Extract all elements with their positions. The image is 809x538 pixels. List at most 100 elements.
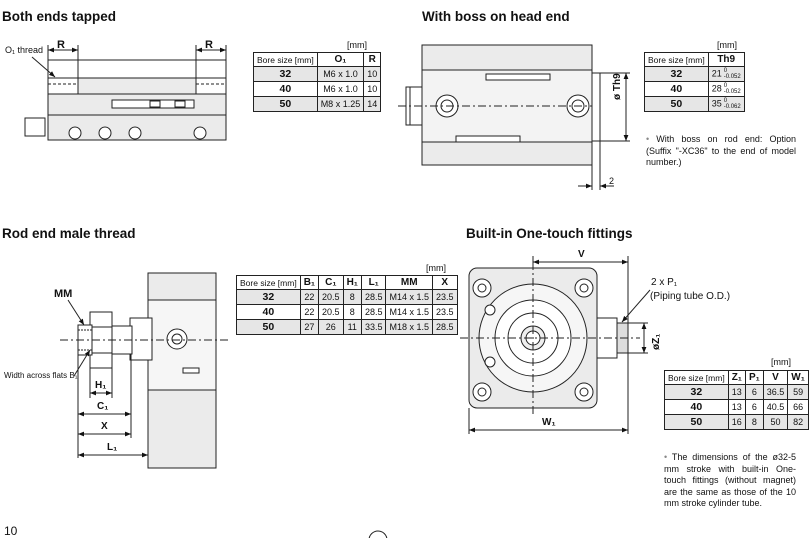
table-cell: 50 bbox=[253, 96, 318, 112]
table-cell: 32 bbox=[664, 384, 729, 400]
th9-value: 21 bbox=[711, 68, 722, 79]
piping-label: (Piping tube O.D.) bbox=[650, 291, 731, 302]
table-cell: 33.5 bbox=[360, 319, 387, 335]
o1-thread-label: O₁ thread bbox=[5, 45, 44, 55]
table-cell: 13 bbox=[727, 399, 746, 415]
table-cell: 50 bbox=[644, 96, 709, 112]
table-header: Th9 bbox=[707, 52, 745, 67]
unit-label: [mm] bbox=[771, 357, 791, 367]
table-cell: 8 bbox=[744, 414, 764, 430]
table-cell: 20.5 bbox=[318, 289, 344, 305]
table-header: R bbox=[363, 52, 382, 67]
table-row: 50 16 8 50 82 bbox=[664, 414, 809, 430]
l1-label: L₁ bbox=[107, 442, 118, 453]
table-row: 40 13 6 40.5 66 bbox=[664, 399, 809, 415]
table-cell: 50 bbox=[236, 319, 301, 335]
table-cell: 50 bbox=[664, 414, 729, 430]
table-cell: 40 bbox=[644, 81, 709, 97]
table-cell: 10 bbox=[363, 66, 382, 82]
boss-head-drawing bbox=[398, 44, 630, 190]
table-header: MM bbox=[385, 275, 433, 290]
c1-label: C₁ bbox=[97, 401, 109, 412]
fittings-note: • The dimensions of the ø32-5 mm stroke … bbox=[664, 452, 796, 510]
table-cell: 20.5 bbox=[318, 304, 344, 320]
table-header: Bore size [mm] bbox=[236, 275, 301, 290]
unit-label: [mm] bbox=[426, 263, 446, 273]
table-cell: 28.5 bbox=[360, 304, 387, 320]
bullet-icon: • bbox=[646, 134, 657, 144]
th9-value: 35 bbox=[711, 98, 722, 109]
tolerance-upper: 0 bbox=[723, 83, 728, 89]
table-cell: 23.5 bbox=[432, 304, 458, 320]
table-cell: M18 x 1.5 bbox=[385, 319, 433, 335]
bullet-icon: • bbox=[664, 452, 672, 462]
table-cell: 32 bbox=[644, 66, 709, 82]
table-header: Bore size [mm] bbox=[644, 52, 709, 67]
table-cell: 8 bbox=[342, 304, 362, 320]
fittings-note-text: The dimensions of the ø32-5 mm stroke wi… bbox=[664, 452, 797, 508]
table-row: 50 M8 x 1.25 14 bbox=[253, 96, 382, 112]
table-cell: 32 bbox=[236, 289, 301, 305]
table-cell: 6 bbox=[744, 399, 764, 415]
page-marker bbox=[368, 530, 388, 538]
table-cell: 40 bbox=[253, 81, 318, 97]
mm-label: MM bbox=[54, 288, 73, 300]
table-cell: 16 bbox=[727, 414, 746, 430]
table-cell: 27 bbox=[299, 319, 320, 335]
v-label: V bbox=[578, 249, 585, 260]
table-cell: 6 bbox=[744, 384, 764, 400]
dim-2-label: 2 bbox=[609, 176, 615, 186]
table-header: X bbox=[432, 275, 458, 290]
th9-label: ø Th9 bbox=[612, 73, 623, 100]
table-row: 32 22 20.5 8 28.5 M14 x 1.5 23.5 bbox=[236, 289, 458, 305]
table-cell: 13 bbox=[727, 384, 746, 400]
rod-end-drawing bbox=[60, 272, 230, 469]
z1-label: øZ₁ bbox=[651, 333, 662, 350]
table-cell: M6 x 1.0 bbox=[316, 66, 365, 82]
table-row: 40 22 20.5 8 28.5 M14 x 1.5 23.5 bbox=[236, 304, 458, 320]
table-cell: 8 bbox=[342, 289, 362, 305]
table-header: Z₁ bbox=[727, 370, 746, 385]
page-number: 10 bbox=[4, 524, 18, 538]
h1-label: H₁ bbox=[95, 380, 107, 391]
table-cell: 28.5 bbox=[432, 319, 458, 335]
flats-label: Width across flats B₁ bbox=[4, 371, 78, 380]
table-cell: 10 bbox=[363, 81, 382, 97]
tolerance-lower: -0.052 bbox=[723, 74, 741, 80]
rod-end-table: Bore size [mm] B₁ C₁ H₁ L₁ MM X 32 22 20… bbox=[236, 275, 458, 335]
tolerance-upper: 0 bbox=[723, 98, 728, 104]
table-row: 50 27 26 11 33.5 M18 x 1.5 28.5 bbox=[236, 319, 458, 335]
table-cell: M6 x 1.0 bbox=[316, 81, 365, 97]
table-cell: 14 bbox=[363, 96, 382, 112]
section-title-boss-head: With boss on head end bbox=[422, 9, 570, 24]
section-title-fittings: Built-in One-touch fittings bbox=[466, 226, 633, 241]
unit-label: [mm] bbox=[347, 40, 367, 50]
table-header: H₁ bbox=[342, 275, 362, 290]
table-cell: 23.5 bbox=[432, 289, 458, 305]
section-title-rod-end: Rod end male thread bbox=[2, 226, 136, 241]
table-header: L₁ bbox=[360, 275, 387, 290]
table-cell: 26 bbox=[318, 319, 344, 335]
table-cell: 11 bbox=[342, 319, 362, 335]
table-cell: 40 bbox=[236, 304, 301, 320]
both-ends-table: Bore size [mm] O₁ R 32 M6 x 1.0 10 40 M6… bbox=[253, 52, 382, 112]
fittings-table: Bore size [mm] Z₁ P₁ V W₁ 32 13 6 36.5 5… bbox=[664, 370, 809, 430]
table-header: P₁ bbox=[744, 370, 764, 385]
table-header: B₁ bbox=[299, 275, 320, 290]
table-row: 32 13 6 36.5 59 bbox=[664, 384, 809, 400]
table-cell: M14 x 1.5 bbox=[385, 304, 433, 320]
tolerance-lower: -0.062 bbox=[723, 104, 741, 110]
table-row: 40 M6 x 1.0 10 bbox=[253, 81, 382, 97]
table-cell: 40 bbox=[664, 399, 729, 415]
table-cell: 66 bbox=[787, 399, 809, 415]
section-title-both-ends: Both ends tapped bbox=[2, 9, 116, 24]
table-header: W₁ bbox=[787, 370, 809, 385]
table-cell: 32 bbox=[253, 66, 318, 82]
